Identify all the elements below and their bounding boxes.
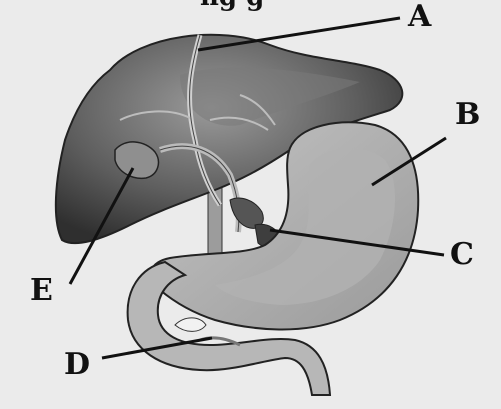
label-d: D [64,350,90,380]
label-a: A [408,2,431,32]
label-e: E [30,276,53,306]
leader-line-a [198,18,400,50]
label-b: B [455,100,480,130]
cropped-top-text: ng g [200,0,264,12]
label-c: C [450,240,474,270]
